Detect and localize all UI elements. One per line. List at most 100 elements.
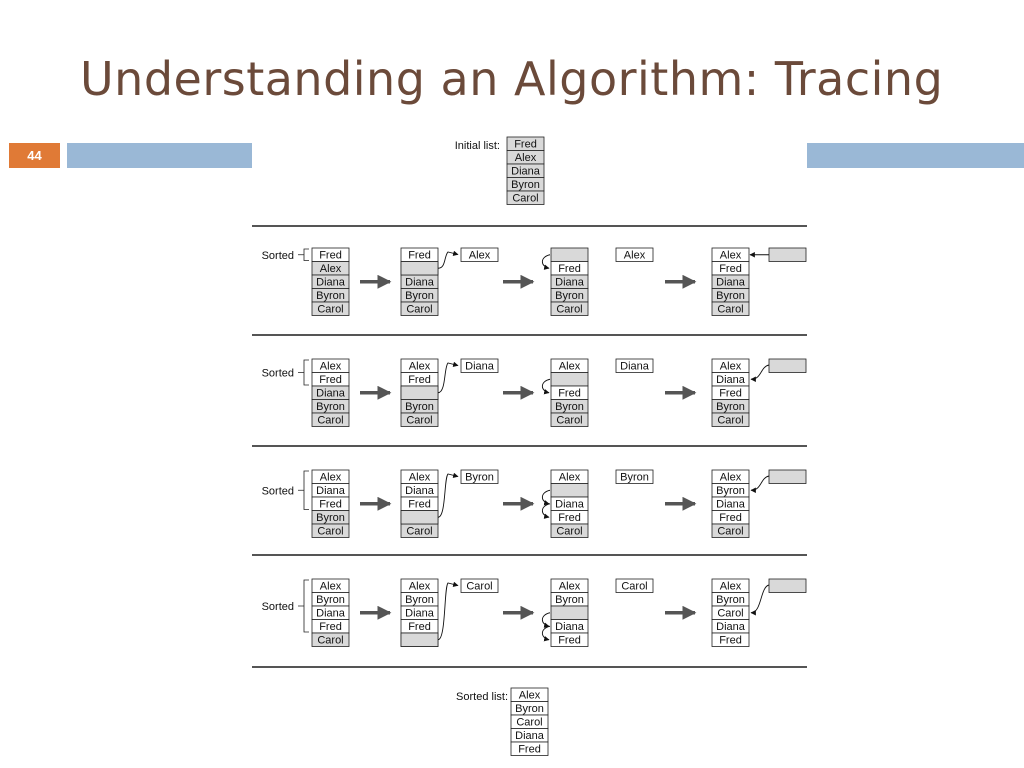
stage1-cell-box <box>311 523 350 538</box>
stage4-cell-text: Fred <box>719 388 742 400</box>
stage2-cell-text: Byron <box>405 401 434 413</box>
lift-arrow <box>437 250 459 269</box>
stage2-cell-text: Byron <box>405 594 434 606</box>
stage4-cell-text: Alex <box>720 472 742 484</box>
stage3-cell-text: Diana <box>555 277 585 289</box>
stage1-cell-box <box>311 632 350 647</box>
stage2-pivot-text: Carol <box>466 581 492 593</box>
stage1-cell-text: Byron <box>316 594 345 606</box>
stage4-empty-holder <box>768 247 807 262</box>
header-bar-left <box>67 143 252 168</box>
stage3-cell-text: Diana <box>555 621 585 633</box>
stage1-cell-text: Diana <box>316 485 346 497</box>
stage1-cell-text: Alex <box>320 472 342 484</box>
stage3-pivot-text: Alex <box>624 250 646 262</box>
stage4-cell-text: Carol <box>717 304 743 316</box>
stage1-cell-text: Fred <box>319 250 342 262</box>
stage4-cell-text: Carol <box>717 608 743 620</box>
stage2-cell-text: Carol <box>406 304 432 316</box>
stage3-cell-box <box>550 247 589 262</box>
stage1-cell-text: Carol <box>317 526 343 538</box>
shift-arrow <box>541 625 551 642</box>
initial-list-cell-text: Alex <box>515 152 537 164</box>
sorted-bracket <box>298 470 309 510</box>
stage4-cell-box <box>711 523 750 538</box>
stage4-empty-holder <box>768 578 807 593</box>
header-bar-right <box>807 143 1024 168</box>
stage4-empty-holder <box>768 469 807 484</box>
sorted-bracket <box>298 248 309 261</box>
stage2-cell-text: Diana <box>405 277 435 289</box>
sorted-label: Sorted <box>262 485 294 497</box>
stage2-empty-cell <box>400 632 439 647</box>
stage3-cell-box <box>550 523 589 538</box>
stage3-pivot-box <box>615 469 654 484</box>
stage4-cell-text: Byron <box>716 401 745 413</box>
stage4-empty-holder <box>768 358 807 373</box>
stage4-cell-text: Fred <box>719 635 742 647</box>
stage4-cell-text: Fred <box>719 512 742 524</box>
stage3-cell-box <box>550 372 589 387</box>
stage4-cell-text: Carol <box>717 526 743 538</box>
stage3-pivot-box <box>615 358 654 373</box>
stage3-cell-text: Alex <box>559 472 581 484</box>
stage2-cell-text: Fred <box>408 374 431 386</box>
shift-arrow <box>541 489 551 506</box>
stage2-cell-text: Carol <box>406 526 432 538</box>
stage3-cell-box <box>550 301 589 316</box>
initial-list-cell-text: Diana <box>511 166 541 178</box>
stage3-pivot-box <box>615 247 654 262</box>
initial-list-cell-text: Carol <box>512 193 538 205</box>
stage2-pivot-text: Diana <box>465 361 495 373</box>
lift-arrow <box>437 581 459 641</box>
stage4-cell-text: Byron <box>716 594 745 606</box>
stage3-cell-box <box>550 605 589 620</box>
stage2-cell-text: Diana <box>405 608 435 620</box>
stage1-cell-text: Byron <box>316 290 345 302</box>
stage1-cell-text: Carol <box>317 415 343 427</box>
sorted-list-cell-box <box>510 741 549 756</box>
stage2-empty-cell <box>400 510 439 525</box>
sorted-label: Sorted <box>262 601 294 613</box>
stage4-cell-text: Diana <box>716 277 746 289</box>
stage3-cell-text: Byron <box>555 594 584 606</box>
stage3-cell-text: Alex <box>559 581 581 593</box>
stage2-cell-text: Byron <box>405 290 434 302</box>
stage1-cell-text: Fred <box>319 499 342 511</box>
stage2-pivot-box <box>460 247 499 262</box>
sorted-list-cell-text: Carol <box>516 717 542 729</box>
stage2-pivot-box <box>460 358 499 373</box>
shift-arrow <box>541 378 551 395</box>
stage4-cell-text: Byron <box>716 485 745 497</box>
shift-arrow <box>541 503 551 519</box>
insert-arrow <box>750 475 770 493</box>
stage1-cell-text: Alex <box>320 263 342 275</box>
sorted-label: Sorted <box>262 368 294 380</box>
sorted-label: Sorted <box>262 250 294 262</box>
initial-list-cell-text: Byron <box>511 179 540 191</box>
stage2-cell-text: Carol <box>406 415 432 427</box>
stage4-cell-text: Diana <box>716 499 746 511</box>
stage3-cell-text: Carol <box>556 304 582 316</box>
stage2-pivot-text: Alex <box>469 250 491 262</box>
stage2-cell-text: Alex <box>409 581 431 593</box>
initial-list-cell-box <box>506 190 545 205</box>
slide-title: Understanding an Algorithm: Tracing <box>80 52 944 106</box>
stage3-pivot-text: Carol <box>621 581 647 593</box>
stage2-cell-text: Fred <box>408 499 431 511</box>
stage1-cell-text: Carol <box>317 304 343 316</box>
stage3-cell-text: Carol <box>556 526 582 538</box>
stage2-cell-box <box>400 301 439 316</box>
stage1-cell-text: Fred <box>319 621 342 633</box>
stage4-cell-text: Alex <box>720 250 742 262</box>
stage2-cell-text: Fred <box>408 621 431 633</box>
stage4-cell-text: Diana <box>716 374 746 386</box>
stage2-empty-cell <box>400 261 439 276</box>
stage3-pivot-text: Diana <box>620 361 650 373</box>
stage3-cell-text: Byron <box>555 401 584 413</box>
stage1-cell-text: Alex <box>320 361 342 373</box>
stage3-pivot-box <box>615 578 654 593</box>
stage3-cell-text: Diana <box>555 499 585 511</box>
stage3-cell-text: Alex <box>559 361 581 373</box>
